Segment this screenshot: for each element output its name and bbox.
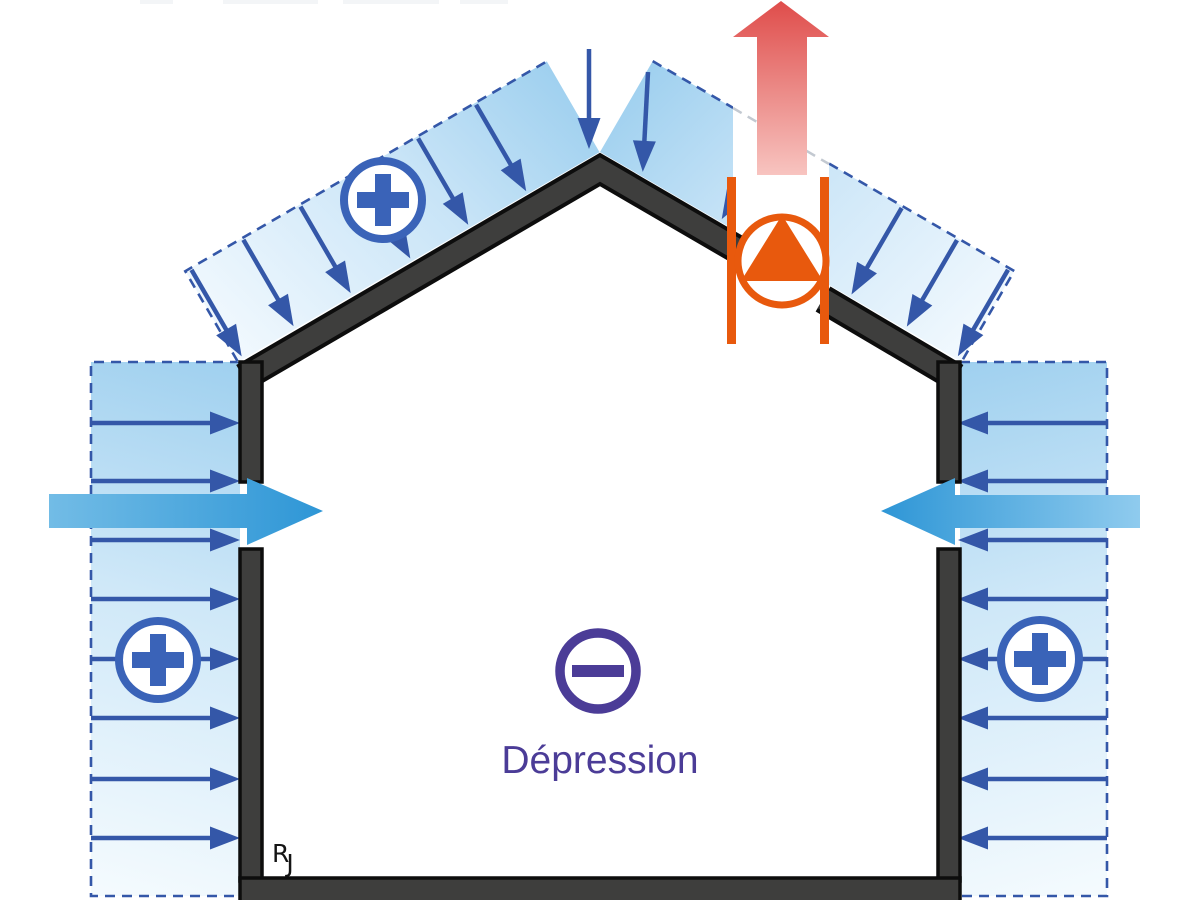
artist-signature: RJ [272, 839, 294, 878]
positive-pressure-icon [1001, 620, 1079, 698]
roof-fan-symbol [727, 177, 830, 344]
inlet-arrow-right [881, 478, 1140, 545]
inlet-arrow-left [49, 478, 323, 545]
negative-pressure-icon [555, 628, 641, 714]
signature-j: J [284, 849, 293, 878]
positive-pressure-icon [344, 161, 422, 239]
fan-triangle-icon [741, 215, 823, 281]
signature-r: R [272, 839, 289, 868]
positive-pressure-icon [119, 621, 197, 699]
house-wall-left-lower [238, 547, 264, 883]
dashed-zone-border [89, 360, 240, 898]
house-wall-right-upper [936, 360, 962, 484]
depression-label: Dépression [501, 739, 698, 782]
fan-post-left [727, 177, 736, 344]
house-floor [238, 876, 962, 900]
house-roof [236, 152, 964, 391]
top-edge-artifact [140, 0, 508, 4]
exhaust-arrow [733, 1, 829, 175]
house-wall-right-lower [936, 547, 962, 883]
house-wall-left-upper [238, 360, 264, 484]
dashed-zone-border [960, 360, 1109, 898]
house-structure [238, 360, 962, 900]
dashed-zone-border [183, 60, 548, 362]
